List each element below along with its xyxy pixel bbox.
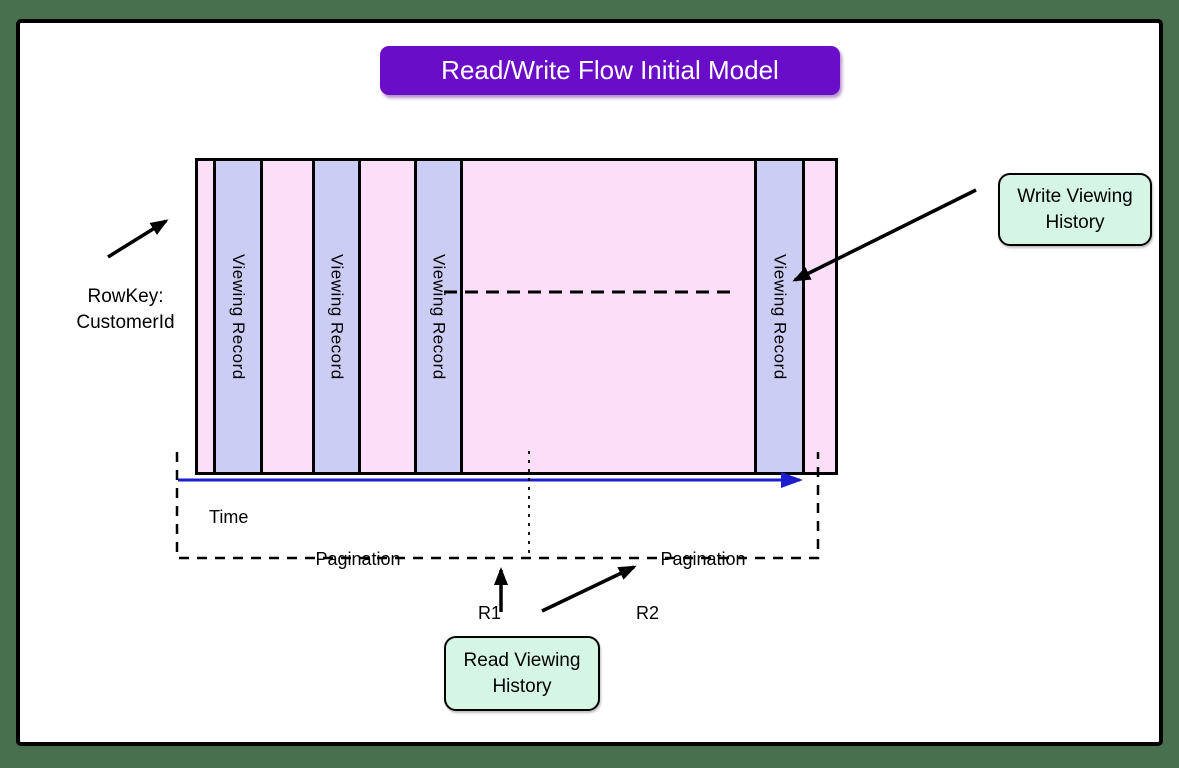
r1-label: R1	[478, 603, 502, 623]
viewing-record-label: Viewing Record	[327, 253, 347, 380]
title-banner: Read/Write Flow Initial Model	[380, 46, 840, 95]
write-box-label: Write Viewing History	[1017, 185, 1133, 233]
page-title: Read/Write Flow Initial Model	[441, 55, 779, 85]
customer-row-table: Viewing Record Viewing Record Viewing Re…	[195, 158, 838, 475]
time-label: Time	[209, 507, 249, 527]
viewing-record-label: Viewing Record	[770, 253, 790, 380]
read-viewing-history-box: Read Viewing History	[444, 636, 600, 711]
pagination-label-right: Pagination	[660, 549, 746, 569]
read-box-label: Read Viewing History	[463, 649, 581, 697]
pagination-label-left: Pagination	[315, 549, 401, 569]
viewing-record-label: Viewing Record	[429, 253, 449, 380]
viewing-record-label: Viewing Record	[229, 253, 248, 380]
viewing-record-column: Viewing Record	[312, 161, 361, 472]
viewing-record-column: Viewing Record	[754, 161, 805, 472]
diagram-panel: Read/Write Flow Initial Model Viewing Re…	[16, 19, 1163, 746]
write-viewing-history-box: Write Viewing History	[998, 173, 1152, 246]
viewing-record-column: Viewing Record	[213, 161, 263, 472]
rowkey-annotation: RowKey: CustomerId	[76, 286, 175, 333]
viewing-record-column: Viewing Record	[414, 161, 463, 472]
r2-label: R2	[636, 603, 660, 623]
